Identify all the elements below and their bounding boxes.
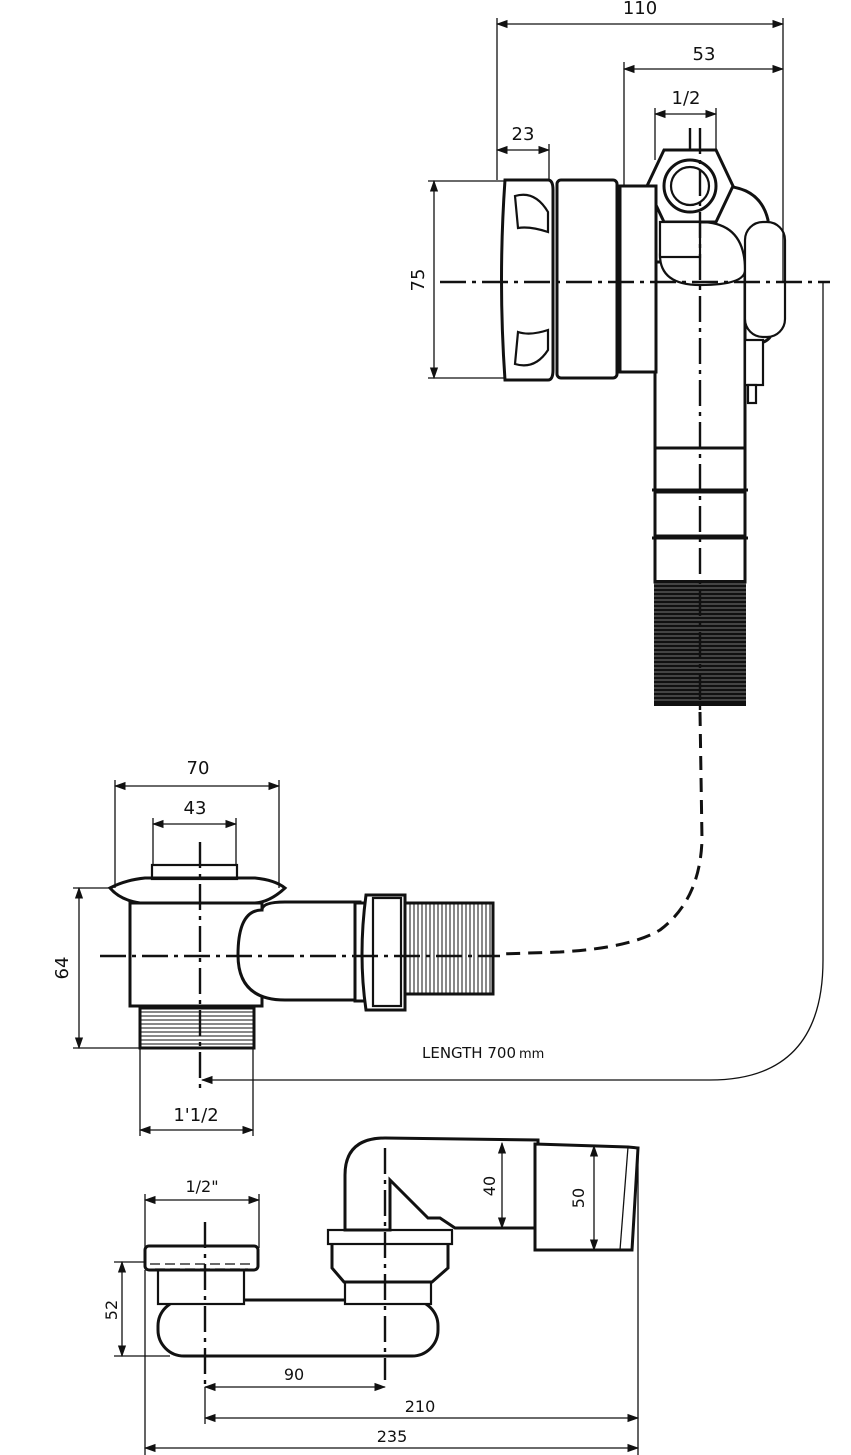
waste-assembly <box>100 842 500 1090</box>
dim-inlet-to-outlet: 210 <box>405 1397 436 1416</box>
dim-cap-height: 75 <box>408 269 429 292</box>
trap-stack-base <box>343 1278 433 1306</box>
dim-inlet-to-trap: 90 <box>284 1365 304 1384</box>
dim-waste-height: 64 <box>52 957 73 980</box>
trap-outlet-elbow <box>343 1136 540 1232</box>
trap-dimensions: 1/2" 52 40 50 90 210 235 <box>102 1141 640 1455</box>
dim-outlet-inner: 40 <box>480 1176 499 1196</box>
overflow-dimensions: 110 53 1/2 23 75 <box>408 0 785 380</box>
waste-flange <box>107 876 288 905</box>
overflow-clip <box>743 338 765 387</box>
dim-overall-length: 235 <box>377 1427 408 1446</box>
dim-cap-depth: 23 <box>512 124 535 145</box>
trap-stack-nut <box>330 1240 450 1284</box>
dim-plug-diameter: 43 <box>184 798 207 819</box>
overflow-side-boss <box>743 220 787 339</box>
trap-outlet-sleeve <box>533 1142 640 1252</box>
hose-length-unit: mm <box>519 1047 544 1062</box>
dim-outlet-width: 53 <box>693 44 716 65</box>
overflow-cap-grip-bottom <box>513 328 550 367</box>
trap-inlet-cap <box>143 1244 260 1272</box>
trap-chamber <box>156 1298 440 1358</box>
waste-elbow-pipe <box>236 900 362 1002</box>
trap-assembly <box>143 1136 640 1385</box>
trap-inlet-tube <box>156 1266 246 1306</box>
overflow-inlet-bore <box>669 165 711 207</box>
overflow-ring <box>555 178 619 380</box>
trap-stack-collar <box>326 1228 454 1246</box>
dim-overall-width: 110 <box>623 0 657 19</box>
dim-flange-diameter: 70 <box>187 758 210 779</box>
flexible-hose <box>499 711 704 956</box>
dim-outlet-thread: 1'1/2 <box>173 1105 218 1126</box>
overflow-clip-tab <box>746 383 758 405</box>
dim-thread-size: 1/2 <box>672 88 701 109</box>
dim-inlet-height: 52 <box>102 1300 121 1320</box>
hose-length-leader <box>200 282 824 1085</box>
overflow-assembly <box>440 128 830 712</box>
dim-inlet-thread: 1/2" <box>185 1177 218 1196</box>
hose-length-label: LENGTH 700 <box>422 1044 516 1062</box>
overflow-inlet-stem <box>658 220 702 259</box>
waste-nut-face <box>371 896 403 1008</box>
overflow-flange <box>618 184 658 374</box>
dim-outlet-outer: 50 <box>569 1188 588 1208</box>
overflow-cap-grip-top <box>513 193 550 234</box>
